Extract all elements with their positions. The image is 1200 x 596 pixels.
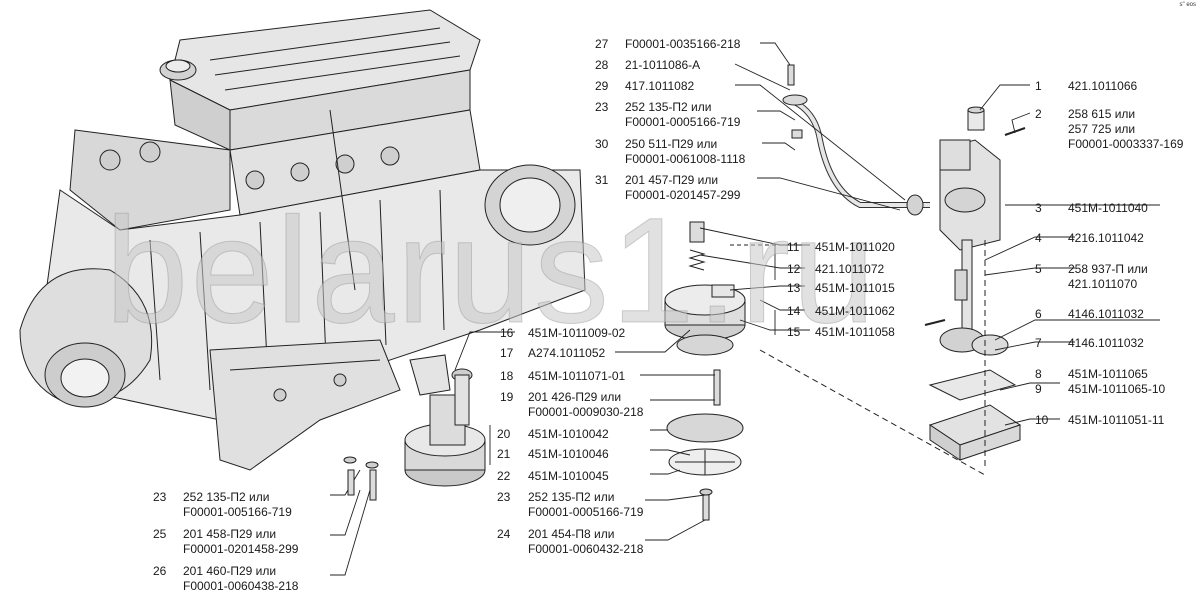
callout-part-number: F00001-0003337-169 xyxy=(1068,137,1184,151)
callout-number: 29 xyxy=(595,79,609,93)
callout-part-number: F00001-0005166-719 xyxy=(625,115,741,129)
callout-number: 31 xyxy=(595,173,609,187)
oil-pump-assembly-left xyxy=(404,354,486,487)
callout-number: 18 xyxy=(500,369,514,383)
callout-part-number: F00001-005166-719 xyxy=(183,505,292,519)
callout-part-number: F00001-0035166-218 xyxy=(625,37,741,51)
callout-part-number: 252 135-П2 или xyxy=(528,490,615,504)
callout-number: 24 xyxy=(497,527,511,541)
callout-part-number: 451M-1011020 xyxy=(815,240,895,254)
callout-part-number: F00001-0009030-218 xyxy=(528,405,644,419)
callout-number: 6 xyxy=(1035,307,1042,321)
callout-number: 17 xyxy=(500,346,514,360)
callout-part-number: 451M-1010042 xyxy=(528,427,609,441)
callout-number: 3 xyxy=(1035,201,1042,215)
callout-part-number: F00001-0005166-719 xyxy=(528,505,644,519)
callout-part-number: A274.1011052 xyxy=(528,346,606,360)
callout-part-number: 451M-1011040 xyxy=(1068,201,1148,215)
callout-part-number: 250 511-П29 или xyxy=(625,137,718,151)
callout-part-number: 451M-1011062 xyxy=(815,304,895,318)
callout-part-number: 417.1011082 xyxy=(625,79,695,93)
callout-part-number: 258 937-П или xyxy=(1068,262,1148,276)
callout-part-number: 257 725 или xyxy=(1068,122,1136,136)
oil-pump-right-with-pipe xyxy=(730,64,1026,476)
callout-part-number: 451M-1010046 xyxy=(528,447,609,461)
callout-part-number: 421.1011066 xyxy=(1068,79,1138,93)
callout-number: 23 xyxy=(497,490,511,504)
callout-number: 15 xyxy=(787,325,801,339)
callout-part-number: 451M-1011071-01 xyxy=(528,369,626,383)
callout-number: 1 xyxy=(1035,79,1042,93)
callout-part-number: 451M-1010045 xyxy=(528,469,609,483)
callout-part-number: F00001-0201457-299 xyxy=(625,188,741,202)
callout-part-number: 451M-1011015 xyxy=(815,281,895,295)
callout-number: 4 xyxy=(1035,231,1042,245)
corner-mark: s" eos xyxy=(1179,2,1196,8)
callout-part-number: 201 458-П29 или xyxy=(183,527,277,541)
callout-part-number: 451M-1011009-02 xyxy=(528,326,626,340)
callout-number: 8 xyxy=(1035,367,1042,381)
leader-lines xyxy=(330,42,1160,576)
callout-part-number: 201 460-П29 или xyxy=(183,564,277,578)
callout-number: 2 xyxy=(1035,107,1042,121)
callout-number: 5 xyxy=(1035,262,1042,276)
callout-number: 16 xyxy=(500,326,514,340)
callout-number: 7 xyxy=(1035,336,1042,350)
callout-number: 20 xyxy=(497,427,511,441)
callout-number: 25 xyxy=(153,527,167,541)
callout-number: 21 xyxy=(497,447,511,461)
callout-number: 13 xyxy=(787,281,801,295)
callout-part-number: 451M-1011051-11 xyxy=(1068,413,1165,427)
callout-part-number: F00001-0061008-1118 xyxy=(625,152,746,166)
engine-block-illustration xyxy=(19,9,586,471)
bolts-lower-left xyxy=(343,456,379,501)
callout-part-number: F00001-0060432-218 xyxy=(528,542,644,556)
callout-number: 12 xyxy=(787,262,801,276)
callout-number: 30 xyxy=(595,137,609,151)
callout-number: 19 xyxy=(500,390,514,404)
callout-part-number: 258 615 или xyxy=(1068,107,1136,121)
callout-part-number: 451M-1011058 xyxy=(815,325,895,339)
callout-part-number: 201 454-П8 или xyxy=(528,527,615,541)
callout-number: 23 xyxy=(153,490,167,504)
callout-part-number: F00001-0060438-218 xyxy=(183,579,299,593)
callout-number: 27 xyxy=(595,37,609,51)
callout-part-number: 21-1011086-A xyxy=(625,58,701,72)
callout-number: 9 xyxy=(1035,382,1042,396)
callout-part-number: 4216.1011042 xyxy=(1068,231,1144,245)
callout-number: 10 xyxy=(1035,413,1049,427)
callout-number: 23 xyxy=(595,100,609,114)
callout-number: 11 xyxy=(787,240,800,254)
callout-part-number: 421.1011070 xyxy=(1068,277,1138,291)
callout-part-number: 201 426-П29 или xyxy=(528,390,622,404)
callout-part-number: F00001-0201458-299 xyxy=(183,542,299,556)
callout-part-number: 201 457-П29 или xyxy=(625,173,719,187)
callout-part-number: 451M-1011065-10 xyxy=(1068,382,1166,396)
callout-number: 26 xyxy=(153,564,167,578)
callout-part-number: 451M-1011065 xyxy=(1068,367,1148,381)
callout-number: 28 xyxy=(595,58,609,72)
oil-pump-exploded-center xyxy=(664,221,746,521)
callout-part-number: 4146.1011032 xyxy=(1068,307,1144,321)
callout-number: 22 xyxy=(497,469,511,483)
callout-number: 14 xyxy=(787,304,801,318)
callout-part-number: 4146.1011032 xyxy=(1068,336,1144,350)
callout-part-number: 421.1011072 xyxy=(815,262,885,276)
callout-part-number: 252 135-П2 или xyxy=(183,490,270,504)
callout-part-number: 252 135-П2 или xyxy=(625,100,712,114)
